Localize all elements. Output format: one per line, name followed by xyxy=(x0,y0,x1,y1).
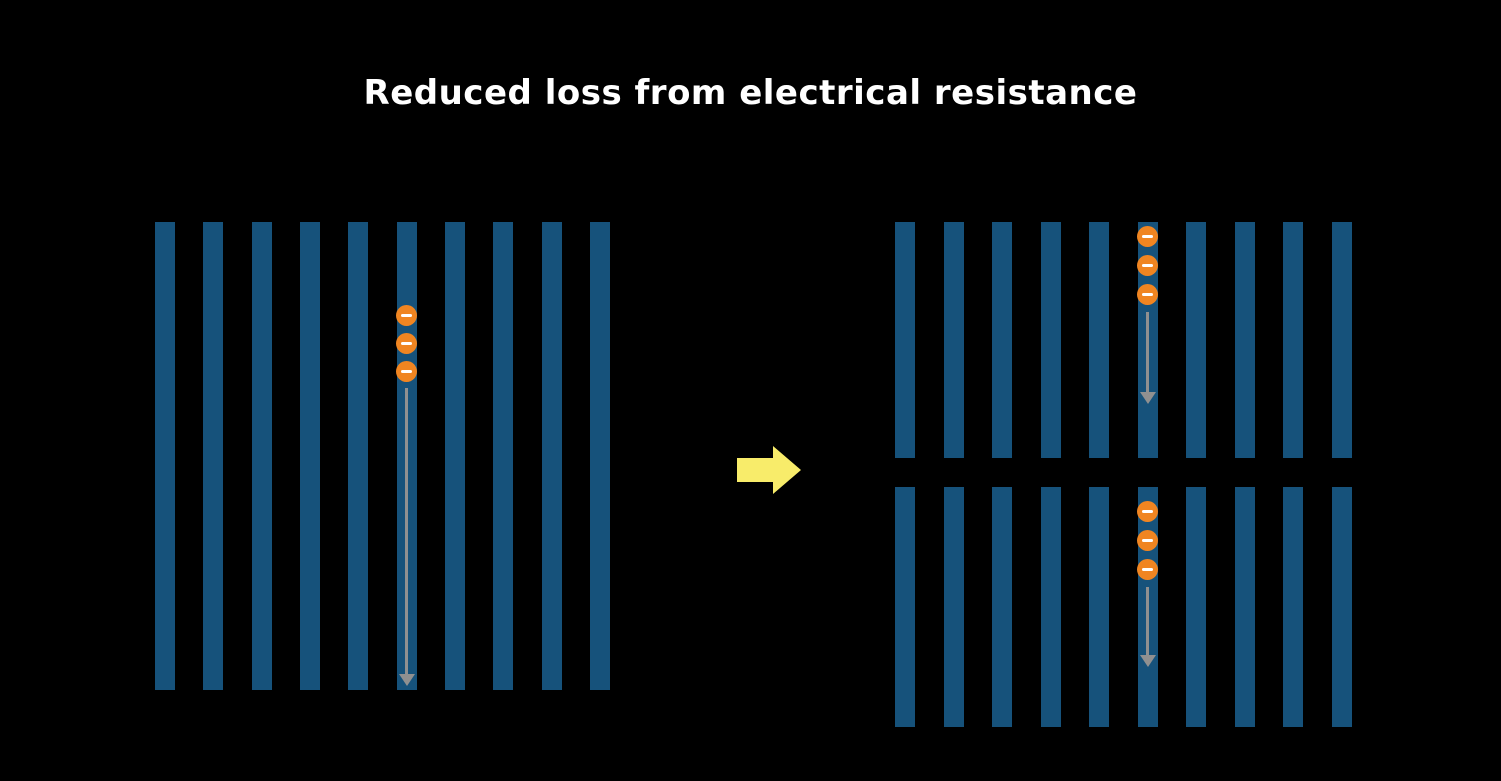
half-cell-bottom-electron-flow xyxy=(895,487,1352,727)
cell-finger-bar xyxy=(1040,222,1061,458)
half-cell-top-panel xyxy=(895,222,1352,458)
half-cell-bottom-bars xyxy=(895,487,1352,727)
diagram-title: Reduced loss from electrical resistance xyxy=(363,73,1138,113)
minus-sign xyxy=(401,342,413,345)
arrow-head xyxy=(1139,655,1156,667)
cell-finger-bar xyxy=(589,222,610,690)
minus-sign xyxy=(1142,539,1154,542)
arrow-head xyxy=(1139,392,1156,404)
minus-circle-icon xyxy=(396,361,418,382)
minus-sign xyxy=(401,370,413,373)
minus-sign xyxy=(401,314,413,317)
cell-finger-bar xyxy=(444,222,465,690)
minus-circle-icon xyxy=(396,305,418,326)
full-cell-panel xyxy=(155,222,610,690)
minus-circle-icon xyxy=(1137,284,1159,305)
cell-finger-bar xyxy=(943,487,964,727)
minus-circle-icon xyxy=(1137,226,1159,247)
cell-finger-bar xyxy=(541,222,562,690)
minus-circle-icon xyxy=(1137,501,1159,522)
cell-finger-bar xyxy=(1283,222,1304,458)
cell-finger-bar xyxy=(1089,487,1110,727)
down-arrow-icon xyxy=(1146,587,1150,657)
minus-sign xyxy=(1142,510,1154,513)
arrow-head xyxy=(398,674,415,686)
cell-finger-bar xyxy=(1089,222,1110,458)
cell-finger-bar xyxy=(203,222,224,690)
minus-sign xyxy=(1142,235,1154,238)
cell-finger-bar xyxy=(1331,487,1352,727)
minus-circle-icon xyxy=(396,333,418,354)
full-cell-bars xyxy=(155,222,610,690)
cell-finger-bar xyxy=(1234,222,1255,458)
half-cell-top-electron-flow xyxy=(895,222,1352,458)
cell-finger-bar xyxy=(299,222,320,690)
cell-finger-bar xyxy=(1234,487,1255,727)
cell-finger-bar xyxy=(992,487,1013,727)
cell-finger-bar xyxy=(1040,487,1061,727)
cell-finger-bar xyxy=(992,222,1013,458)
cell-finger-bar xyxy=(943,222,964,458)
right-arrow-icon xyxy=(737,446,801,494)
minus-sign xyxy=(1142,293,1154,296)
full-cell-electron-flow xyxy=(155,222,610,690)
down-arrow-icon xyxy=(405,388,409,676)
cell-finger-bar xyxy=(1186,487,1207,727)
cell-finger-bar xyxy=(155,222,175,690)
cell-finger-bar xyxy=(1331,222,1352,458)
minus-circle-icon xyxy=(1137,530,1159,551)
minus-sign xyxy=(1142,264,1154,267)
minus-circle-icon xyxy=(1137,559,1159,580)
cell-finger-bar xyxy=(251,222,272,690)
down-arrow-icon xyxy=(1146,312,1150,394)
cell-finger-bar xyxy=(1283,487,1304,727)
cell-finger-bar xyxy=(1186,222,1207,458)
cell-finger-bar xyxy=(493,222,514,690)
cell-finger-bar xyxy=(895,222,915,458)
cell-finger-bar xyxy=(895,487,915,727)
cell-finger-bar xyxy=(348,222,369,690)
minus-circle-icon xyxy=(1137,255,1159,276)
half-cell-bottom-panel xyxy=(895,487,1352,727)
minus-sign xyxy=(1142,568,1154,571)
